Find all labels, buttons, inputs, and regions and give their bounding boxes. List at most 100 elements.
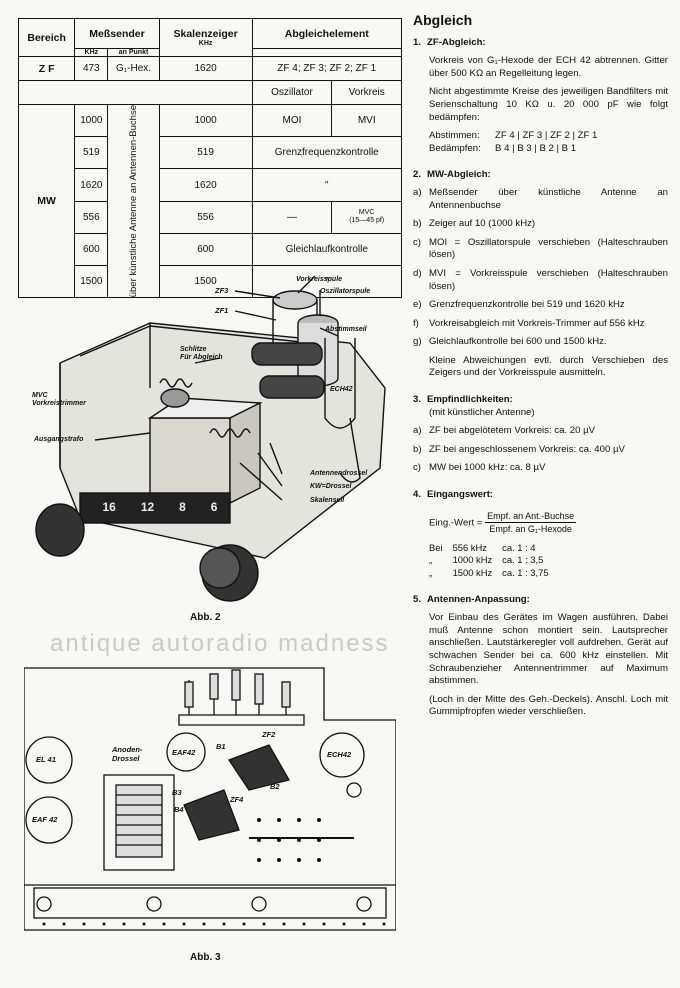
lbl-antennendrossel: Antennendrossel — [310, 470, 368, 477]
dial-16: 16 — [102, 500, 116, 514]
lbl-ausgangstrafo: Ausgangstrafo — [34, 436, 84, 443]
chassis-drawing — [35, 275, 386, 602]
mw-khz-556: 556 — [74, 200, 109, 234]
mw-khz-600: 600 — [74, 232, 109, 267]
zf-punkt: G₁-Hex. — [107, 56, 160, 81]
mw-ditto-1: " — [251, 168, 403, 202]
list-item: g)Gleichlaufkontrolle bei 600 und 1500 k… — [413, 336, 607, 348]
col-vorkreis: Vorkreis — [331, 80, 402, 105]
mw-osz-moi: MOI — [251, 103, 333, 138]
list-item: b)Zeiger auf 10 (1000 kHz) — [413, 218, 536, 230]
instructions-column: Abgleich 1.ZF-Abgleich: Vorkreis von G₁-… — [413, 12, 668, 974]
mw-khz-519: 519 — [74, 136, 109, 170]
s1-paragraph-2: Nicht abgestimmte Kreise des jeweiligen … — [429, 86, 668, 123]
watermark: antique autoradio madness — [50, 630, 390, 657]
lbl-oszillatorspule: Oszillatorspule — [320, 288, 371, 295]
lbl-b2: B2 — [270, 782, 280, 791]
list-item: e)Grenzfrequenzkontrolle bei 519 und 162… — [413, 299, 625, 311]
lbl-skalenseil: Skalenseil — [310, 497, 345, 504]
lbl-eaf42-a: EAF 42 — [32, 815, 58, 824]
lbl-ech42: ECH42 — [327, 750, 352, 759]
s1-paragraph-1: Vorkreis von G₁-Hexode der ECH 42 abtren… — [429, 55, 668, 79]
mw-khz-1500: 1500 — [74, 265, 109, 299]
mw-skala-1500: 1500 — [158, 265, 253, 299]
col-abgleich: Abgleichelement — [251, 18, 403, 49]
zf-elements: ZF 4; ZF 3; ZF 2; ZF 1 — [251, 56, 403, 81]
s4-formula: Eing.-Wert = Empf. an Ant.-Buchse Empf. … — [429, 510, 577, 535]
zf-skala: 1620 — [158, 56, 253, 81]
list-item: c)MW bei 1000 kHz: ca. 8 µV — [413, 462, 546, 474]
lbl-schlitze: Schlitze Für Abgleich — [180, 346, 223, 361]
col-skalenzeiger: Skalenzeiger KHz — [158, 18, 253, 57]
lbl-el41: EL 41 — [36, 755, 56, 764]
mw-grenzfrequenz: Grenzfrequenzkontrolle — [251, 136, 403, 170]
list-item: a)Meßsender über künstliche Antenne an A… — [413, 186, 668, 211]
mw-ditto-2: " — [251, 265, 403, 299]
s3-subtitle: (mit künstlicher Antenne) — [429, 406, 535, 418]
list-item: d)MVI = Vorkreisspule verschieben (Halte… — [413, 267, 668, 292]
dial-8: 8 — [179, 500, 186, 514]
alignment-table: Bereich Meßsender Skalenzeiger KHz Abgle… — [17, 18, 403, 299]
s5-paragraph-2: (Loch in der Mitte des Geh.-Deckels). An… — [429, 693, 668, 718]
section-1-title: 1.ZF-Abgleich: — [413, 36, 486, 48]
section-2-title: 2.MW-Abgleich: — [413, 169, 491, 181]
mw-skala-519: 519 — [158, 136, 253, 170]
caption-abb3: Abb. 3 — [190, 952, 221, 963]
col-khz: KHz — [74, 48, 109, 57]
lbl-eaf42-b: EAF42 — [172, 748, 196, 757]
dial-12: 12 — [140, 500, 155, 514]
s1-abstimmen: Abstimmen:ZF 4 | ZF 3 | ZF 2 | ZF 1 — [429, 130, 598, 142]
lbl-mvc: MVC Vorkreistrimmer — [32, 392, 86, 407]
mw-vork-mvi: MVI — [331, 103, 402, 138]
heading-abgleich: Abgleich — [413, 12, 473, 28]
mw-khz-1000: 1000 — [74, 103, 109, 138]
lbl-zf1: ZF1 — [215, 306, 229, 315]
lbl-ech42: ECH42 — [330, 386, 353, 393]
mw-label: MW — [17, 103, 76, 299]
mw-khz-1620: 1620 — [74, 168, 109, 202]
lbl-vorkreisspule: Vorkreisspule — [296, 276, 343, 283]
list-item: c)MOI = Oszillatorspule verschieben (Hal… — [413, 236, 668, 261]
caption-abb2: Abb. 2 — [190, 612, 221, 623]
figure-abb2: Vorkreisspule Oszillatorspule ZF3 ZF1 Ab… — [20, 268, 400, 616]
lbl-kw-drossel: KW=Drossel — [310, 483, 352, 490]
list-item: b)ZF bei angeschlossenem Vorkreis: ca. 4… — [413, 443, 625, 455]
col-oszillator: Oszillator — [251, 80, 333, 105]
col-anpunkt: an Punkt — [107, 48, 160, 57]
lbl-zf2: ZF2 — [262, 730, 276, 739]
s2-note: Kleine Abweichungen evtl. durch Verschie… — [429, 354, 668, 379]
s1-bedaempfen: Bedämpfen:B 4 | B 3 | B 2 | B 1 — [429, 142, 577, 154]
mw-skala-1620: 1620 — [158, 168, 253, 202]
list-item: a)ZF bei abgelötetem Vorkreis: ca. 20 µV — [413, 425, 596, 437]
mw-skala-1000: 1000 — [158, 103, 253, 138]
s3-list: a)ZF bei abgelötetem Vorkreis: ca. 20 µV… — [413, 425, 668, 475]
lbl-b4: B4 — [174, 805, 184, 814]
lbl-b3: B3 — [172, 788, 182, 797]
lbl-zf3: ZF3 — [215, 286, 229, 295]
mw-punkt: über künstliche Antenne an Antennen-Buch… — [107, 103, 160, 299]
mw-skala-556: 556 — [158, 200, 253, 234]
col-messsender: Meßsender — [74, 18, 160, 49]
section-3-title: 3.Empfindlichkeiten: — [413, 394, 513, 406]
lbl-zf4: ZF4 — [230, 795, 244, 804]
dial-6: 6 — [210, 500, 218, 514]
mw-vork-mvc: MVC (15—45 pf) — [331, 200, 402, 234]
list-item: f)Vorkreisabgleich mit Vorkreis-Trimmer … — [413, 317, 645, 329]
col-bereich: Bereich — [17, 18, 76, 57]
zf-label: Z F — [17, 56, 76, 81]
mw-gleichlauf: Gleichlaufkontrolle — [251, 232, 403, 267]
lbl-anoden-drossel: Anoden- Drossel — [112, 745, 143, 763]
lbl-b1: B1 — [216, 742, 226, 751]
chassis-top-drawing — [23, 667, 397, 931]
s5-paragraph-1: Vor Einbau des Gerätes im Wagen ausführe… — [429, 612, 668, 687]
figure-abb3: EL 41 EAF 42 EAF42 Anoden- Drossel ECH42… — [23, 660, 397, 940]
lbl-abstimmseil: Abstimmseil — [325, 326, 367, 333]
zf-khz: 473 — [74, 56, 109, 81]
section-4-title: 4.Eingangswert: — [413, 489, 494, 501]
mw-skala-600: 600 — [158, 232, 253, 267]
s2-list: a)Meßsender über künstliche Antenne an A… — [413, 187, 668, 349]
